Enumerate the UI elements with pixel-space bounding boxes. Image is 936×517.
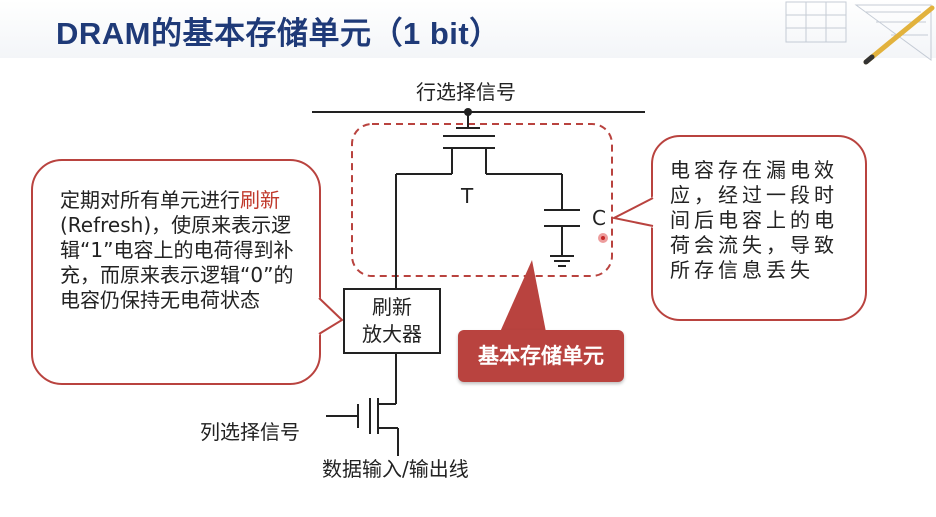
capacitor-c xyxy=(544,209,580,227)
data-io-label: 数据输入/输出线 xyxy=(322,457,469,481)
left-bubble-highlight1: 刷 xyxy=(240,188,260,212)
storage-cell-boundary xyxy=(351,123,613,277)
decorative-sketch-corner xyxy=(785,1,935,65)
transistor-t xyxy=(451,148,487,174)
right-callout-bubble xyxy=(611,135,867,321)
row-select-label: 行选择信号 xyxy=(416,80,516,104)
transistor-label: T xyxy=(461,184,474,208)
storage-cell-badge: 基本存储单元 xyxy=(458,330,624,382)
amp-label-line1: 刷新 xyxy=(372,295,412,319)
pencil-icon xyxy=(863,5,935,65)
left-bubble-highlight2: 新 xyxy=(260,188,280,212)
left-bubble-text: 定期对所有单元进行刷新(Refresh)，使原来表示逻辑“1”电容上的电荷得到补… xyxy=(60,188,296,313)
capacitor-label: C xyxy=(592,206,606,230)
ground-icon xyxy=(550,255,574,267)
header-bar xyxy=(0,0,936,58)
amp-label-line2: 放大器 xyxy=(362,322,422,346)
column-select-transistor xyxy=(357,398,379,434)
refresh-amplifier-box: 刷新 放大器 xyxy=(343,288,441,354)
badge-pointer xyxy=(500,260,546,332)
left-callout-bubble xyxy=(31,159,344,385)
left-bubble-part1: 定期对所有单元进行 xyxy=(60,188,240,212)
right-bubble-text: 电容存在漏电效应，经过一段时间后电容上的电荷会流失，导致所存信息丢失 xyxy=(670,158,838,282)
column-select-label: 列选择信号 xyxy=(200,420,300,444)
left-bubble-part2: (Refresh)，使原来表示逻辑“1”电容上的电荷得到补充，而原来表示逻辑“0… xyxy=(60,213,294,312)
page-title: DRAM的基本存储单元（1 bit） xyxy=(56,16,501,51)
